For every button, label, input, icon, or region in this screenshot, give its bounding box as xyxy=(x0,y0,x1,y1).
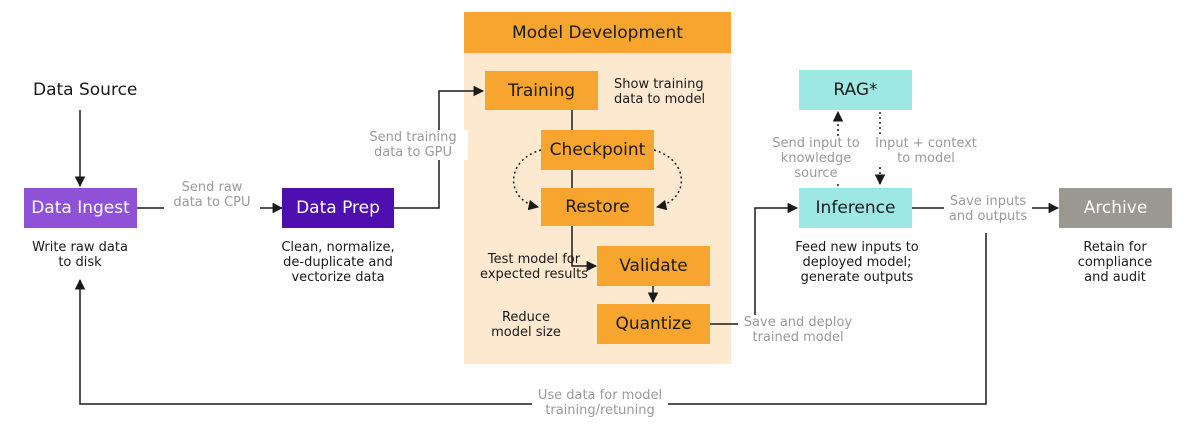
data-prep-node: Data Prep xyxy=(282,188,394,228)
training-node: Training xyxy=(485,71,598,110)
rag-node: RAG* xyxy=(799,70,912,110)
quantize-note: Reduce model size xyxy=(491,310,561,340)
edge-label-to-knowledge: Send input to knowledge source xyxy=(762,136,870,181)
checkpoint-node: Checkpoint xyxy=(541,130,654,170)
edge-label-save-outputs: Save inputs and outputs xyxy=(944,194,1032,224)
edge-label-input-context: Input + context to model xyxy=(872,136,980,166)
quantize-node: Quantize xyxy=(597,304,710,344)
edge-label-training-to-gpu: Send training data to GPU xyxy=(358,130,468,160)
data-ingest-note: Write raw data to disk xyxy=(32,240,128,270)
archive-note: Retain for compliance and audit xyxy=(1077,240,1153,285)
archive-node: Archive xyxy=(1059,188,1172,228)
restore-node: Restore xyxy=(541,188,654,226)
edge-label-deploy: Save and deploy trained model xyxy=(738,315,858,345)
data-prep-note: Clean, normalize, de-duplicate and vecto… xyxy=(281,240,395,285)
inference-note: Feed new inputs to deployed model; gener… xyxy=(795,240,919,285)
arrow-quantize-to-inference xyxy=(710,202,799,325)
dotted-loop-right xyxy=(653,149,683,211)
edge-label-raw-to-cpu: Send raw data to CPU xyxy=(164,180,260,210)
training-note: Show training data to model xyxy=(614,77,706,107)
inference-node: Inference xyxy=(799,188,912,228)
validate-note: Test model for expected results xyxy=(480,252,588,282)
validate-node: Validate xyxy=(597,246,710,286)
data-source-label: Data Source xyxy=(33,80,138,100)
data-ingest-node: Data Ingest xyxy=(24,188,137,228)
arrow-restore-to-validate xyxy=(571,226,598,272)
dotted-loop-left xyxy=(512,149,542,211)
edge-label-retrain: Use data for model training/retuning xyxy=(532,388,668,418)
model-development-title: Model Development xyxy=(464,12,731,53)
